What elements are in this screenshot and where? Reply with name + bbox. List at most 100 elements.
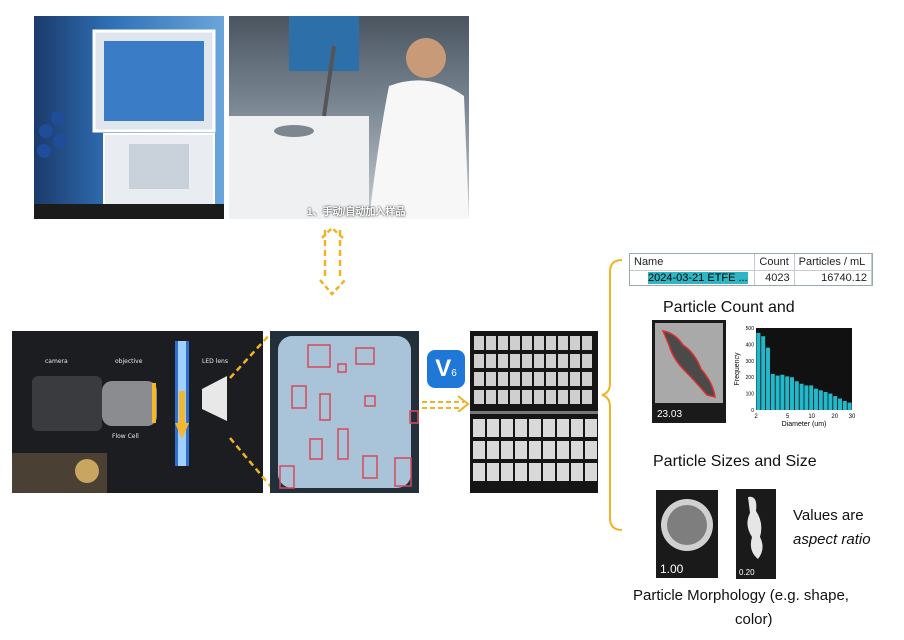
gallery-thumb [546,336,556,350]
histogram-bar [766,347,770,410]
gallery-thumb [515,419,527,437]
gallery-thumb [557,463,569,481]
gallery-thumb [486,336,496,350]
values-line2: aspect ratio [793,531,871,548]
gallery-thumb [474,390,484,404]
y-tick-label: 500 [746,326,755,332]
gallery-thumb [534,390,544,404]
gallery-thumb [510,354,520,368]
y-tick-label: 100 [746,392,755,398]
gallery-thumb [543,419,555,437]
gallery-thumb [522,336,532,350]
gallery-thumb [473,419,485,437]
gallery-thumb [522,390,532,404]
camera-label: camera [45,358,68,365]
histogram-bar [785,376,790,410]
gallery-thumb [501,463,513,481]
row-particles: 16740.12 [794,270,873,285]
optics-image: camera objective LED lens Flow Cell [12,331,263,493]
x-tick-label: 30 [849,414,856,420]
round-particle [661,499,713,551]
particle-shape [661,330,716,398]
gallery-thumb [558,336,568,350]
particle-gallery [470,331,598,493]
histogram-bar [756,332,761,410]
optics-illustration [12,341,227,493]
gallery-thumb [473,441,485,459]
gallery-thumb [515,441,527,459]
x-tick-label: 5 [786,414,790,420]
table-row[interactable]: 2024-03-21 ETFE ... 4023 16740.12 [630,270,873,285]
gallery-thumb [534,372,544,386]
morph-title-line1: Particle Morphology (e.g. shape, [633,587,849,604]
x-tick-label: 2 [754,414,758,420]
x-axis-label: Diameter (um) [782,421,827,428]
gallery-thumb [543,463,555,481]
gallery-thumb [570,390,580,404]
gallery-thumb [487,441,499,459]
gallery-thumb [571,463,583,481]
results-table: Name Count Particles / mL 2024-03-21 ETF… [629,253,873,286]
count-title: Particle Count and [663,299,795,316]
y-tick-label: 300 [746,359,755,365]
gallery-thumb [510,336,520,350]
row-count: 4023 [754,270,795,285]
flow-cell-frame [270,331,419,493]
histogram-bar [809,385,814,410]
gallery-thumb [570,336,580,350]
particle-frame-illustration [278,336,419,489]
header-name[interactable]: Name [630,254,756,271]
elongated-particle [747,496,763,559]
gallery-thumb [522,354,532,368]
y-tick-label: 0 [751,408,754,414]
y-tick-label: 400 [746,342,755,348]
flow-cell-label: Flow Cell [112,433,139,440]
gallery-thumb [571,441,583,459]
gallery-thumb [582,336,592,350]
x-tick-label: 20 [831,414,838,420]
header-count[interactable]: Count [754,254,795,271]
histogram-bar [790,377,794,410]
gallery-thumb [487,419,499,437]
histogram-bar [780,374,785,410]
gallery-thumb [546,372,556,386]
gallery-thumb [510,390,520,404]
histogram-bar [828,393,833,410]
gallery-thumb [582,372,592,386]
particle-image: 23.03 [652,320,726,423]
histogram-bar [794,381,799,410]
y-axis-label: Frequency [734,352,741,386]
histogram-bar [823,391,828,410]
gallery-thumb [570,372,580,386]
x-tick-label: 10 [808,414,815,420]
histogram-plot-area [756,328,852,410]
icon-arrow [422,395,470,412]
gallery-thumb [570,354,580,368]
gallery-thumb [498,390,508,404]
histogram-bar [761,336,766,410]
bracket [601,259,623,531]
values-line1: Values are [793,507,864,524]
gallery-thumb [515,463,527,481]
gallery-thumb [557,419,569,437]
gallery-thumb [486,354,496,368]
irregular-value: 0.20 [739,568,755,577]
led-lens-label: LED lens [202,358,228,365]
histogram-bar [818,390,823,410]
gallery-thumb [487,463,499,481]
gallery-thumb [534,354,544,368]
round-value: 1.00 [660,562,684,576]
histogram-bar [804,385,809,410]
histogram-bar [847,402,852,410]
particle-value: 23.03 [657,409,683,420]
instrument-photo [34,16,224,219]
gallery-thumb [558,390,568,404]
gallery-thumb [529,419,541,437]
gallery-thumb [474,354,484,368]
instrument-illustration [34,29,224,219]
gallery-thumb [558,354,568,368]
histogram-bar [814,388,818,410]
morph-title-line2: color) [735,611,773,628]
gallery-thumb [501,419,513,437]
header-particles-per-ml[interactable]: Particles / mL [794,254,873,271]
